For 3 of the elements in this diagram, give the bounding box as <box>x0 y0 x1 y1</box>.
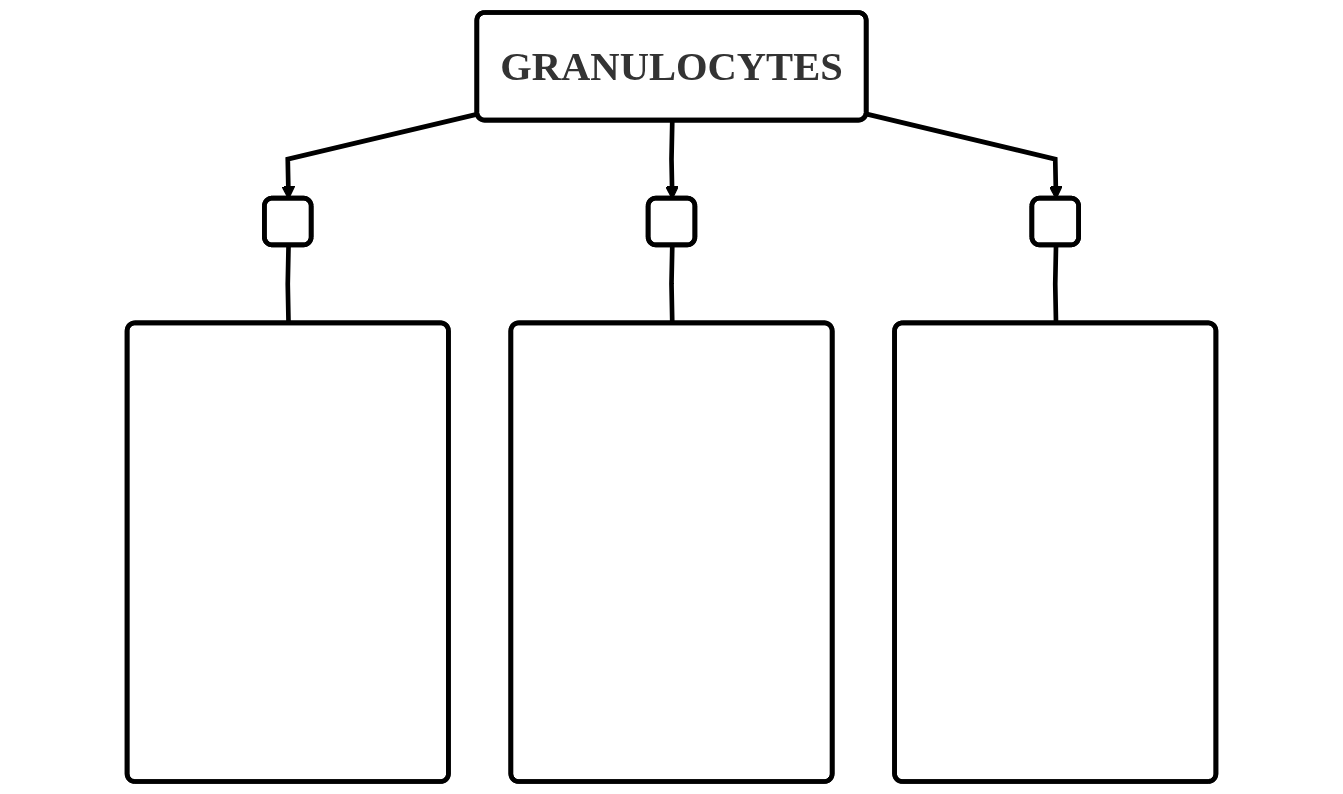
connector <box>1052 245 1059 324</box>
connector <box>669 245 675 324</box>
connector <box>285 245 291 324</box>
